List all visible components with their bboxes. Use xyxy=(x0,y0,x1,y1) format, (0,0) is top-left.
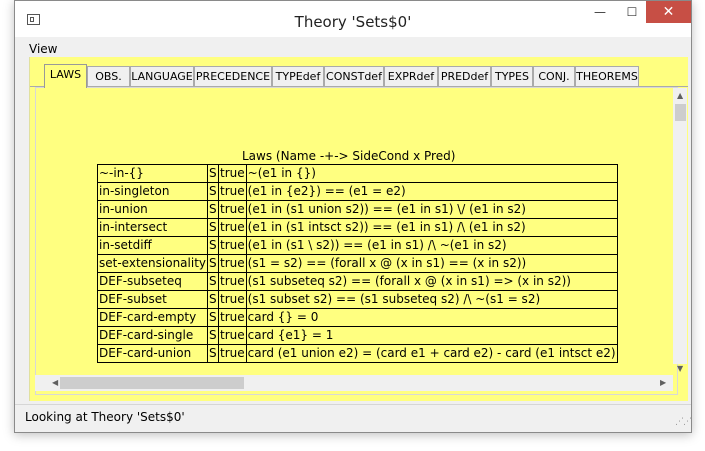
law-side: S xyxy=(207,236,219,255)
maximize-button[interactable]: ☐ xyxy=(626,5,638,19)
law-pred: (e1 in (s1 union s2)) == (e1 in s1) \/ (… xyxy=(245,200,618,219)
law-pred: (s1 subseteq s2) == (forall x @ (x in s1… xyxy=(245,272,618,291)
tab-preddef[interactable]: PREDdef xyxy=(438,66,491,86)
laws-table: ~-in-{} S true ~(e1 in {}) in-singleton … xyxy=(97,164,618,363)
menu-bar: View xyxy=(15,39,691,59)
table-row: in-union S true (e1 in (s1 union s2)) ==… xyxy=(97,200,618,219)
status-text: Looking at Theory 'Sets$0' xyxy=(25,410,185,424)
tab-theorems[interactable]: THEOREMS xyxy=(575,66,639,86)
app-window: Theory 'Sets$0' — ☐ ✕ View LAWS OBS. LAN… xyxy=(14,0,692,433)
table-row: in-intersect S true (e1 in (s1 intsct s2… xyxy=(97,218,618,237)
law-name: DEF-card-empty xyxy=(97,308,208,327)
law-pred: card {} = 0 xyxy=(245,308,618,327)
law-side: S xyxy=(207,326,219,345)
law-side: S xyxy=(207,218,219,237)
scroll-right-icon[interactable]: ▶ xyxy=(660,378,667,387)
law-pred: (e1 in (s1 intsct s2)) == (e1 in s1) /\ … xyxy=(245,218,618,237)
tab-laws[interactable]: LAWS xyxy=(44,64,87,88)
menu-view[interactable]: View xyxy=(29,42,58,56)
law-side: S xyxy=(207,272,219,291)
tab-exprdef[interactable]: EXPRdef xyxy=(384,66,438,86)
table-row: DEF-subset S true (s1 subset s2) == (s1 … xyxy=(97,290,618,309)
table-row: ~-in-{} S true ~(e1 in {}) xyxy=(97,164,618,183)
law-name: DEF-card-single xyxy=(97,326,208,345)
law-name: DEF-card-union xyxy=(97,344,208,363)
law-pred: card {e1} = 1 xyxy=(245,326,618,345)
tab-language[interactable]: LANGUAGE xyxy=(130,66,194,86)
tab-conj[interactable]: CONJ. xyxy=(533,66,575,86)
horizontal-scroll-thumb[interactable] xyxy=(60,377,244,389)
tab-typedef[interactable]: TYPEdef xyxy=(272,66,324,86)
table-row: in-singleton S true (e1 in {e2}) == (e1 … xyxy=(97,182,618,201)
table-row: in-setdiff S true (e1 in (s1 \ s2)) == (… xyxy=(97,236,618,255)
law-cond: true xyxy=(218,254,247,273)
law-name: ~-in-{} xyxy=(97,164,208,183)
law-cond: true xyxy=(218,308,247,327)
law-cond: true xyxy=(218,344,247,363)
table-row: DEF-card-union S true card (e1 union e2)… xyxy=(97,344,618,363)
table-row: DEF-card-empty S true card {} = 0 xyxy=(97,308,618,327)
law-cond: true xyxy=(218,200,247,219)
law-name: in-union xyxy=(97,200,208,219)
close-button[interactable]: ✕ xyxy=(646,1,691,23)
scroll-down-icon[interactable]: ▼ xyxy=(677,364,684,373)
minimize-button[interactable]: — xyxy=(594,5,606,19)
law-cond: true xyxy=(218,326,247,345)
resize-grip-icon[interactable]: ⋰⋰ xyxy=(675,417,692,427)
vertical-scrollbar[interactable] xyxy=(673,88,687,364)
app-window-icon xyxy=(27,14,40,25)
law-name: set-extensionality xyxy=(97,254,208,273)
law-pred: card (e1 union e2) = (card e1 + card e2)… xyxy=(245,344,618,363)
title-bar[interactable]: Theory 'Sets$0' — ☐ ✕ xyxy=(15,1,691,37)
laws-panel: Laws (Name -+-> SideCond x Pred) ~-in-{}… xyxy=(35,87,678,395)
laws-heading: Laws (Name -+-> SideCond x Pred) xyxy=(242,149,456,163)
law-name: in-singleton xyxy=(97,182,208,201)
law-side: S xyxy=(207,164,219,183)
law-pred: (e1 in {e2}) == (e1 = e2) xyxy=(245,182,618,201)
law-name: DEF-subset xyxy=(97,290,208,309)
law-cond: true xyxy=(218,218,247,237)
law-side: S xyxy=(207,290,219,309)
law-cond: true xyxy=(218,182,247,201)
law-side: S xyxy=(207,254,219,273)
law-side: S xyxy=(207,200,219,219)
law-cond: true xyxy=(218,290,247,309)
scroll-up-icon[interactable]: ▲ xyxy=(677,91,684,100)
law-side: S xyxy=(207,344,219,363)
tab-frame: LAWS OBS. LANGUAGE PRECEDENCE TYPEdef CO… xyxy=(29,57,688,401)
law-pred: (e1 in (s1 \ s2)) == (e1 in s1) /\ ~(e1 … xyxy=(245,236,618,255)
law-cond: true xyxy=(218,236,247,255)
law-name: DEF-subseteq xyxy=(97,272,208,291)
window-title: Theory 'Sets$0' xyxy=(294,13,412,31)
law-pred: ~(e1 in {}) xyxy=(245,164,618,183)
law-name: in-setdiff xyxy=(97,236,208,255)
status-bar: Looking at Theory 'Sets$0' ⋰⋰ xyxy=(15,404,692,433)
tab-constdef[interactable]: CONSTdef xyxy=(324,66,384,86)
law-side: S xyxy=(207,182,219,201)
scroll-left-icon[interactable]: ◀ xyxy=(52,378,59,387)
law-cond: true xyxy=(218,164,247,183)
vertical-scroll-thumb[interactable] xyxy=(675,104,686,121)
tab-strip-divider xyxy=(30,86,688,87)
law-pred: (s1 subset s2) == (s1 subseteq s2) /\ ~(… xyxy=(245,290,618,309)
law-cond: true xyxy=(218,272,247,291)
law-name: in-intersect xyxy=(97,218,208,237)
tab-obs[interactable]: OBS. xyxy=(87,66,130,86)
table-row: DEF-card-single S true card {e1} = 1 xyxy=(97,326,618,345)
law-pred: (s1 = s2) == (forall x @ (x in s1) == (x… xyxy=(245,254,618,273)
tab-precedence[interactable]: PRECEDENCE xyxy=(194,66,272,86)
table-row: DEF-subseteq S true (s1 subseteq s2) == … xyxy=(97,272,618,291)
tab-types[interactable]: TYPES xyxy=(491,66,533,86)
table-row: set-extensionality S true (s1 = s2) == (… xyxy=(97,254,618,273)
law-side: S xyxy=(207,308,219,327)
